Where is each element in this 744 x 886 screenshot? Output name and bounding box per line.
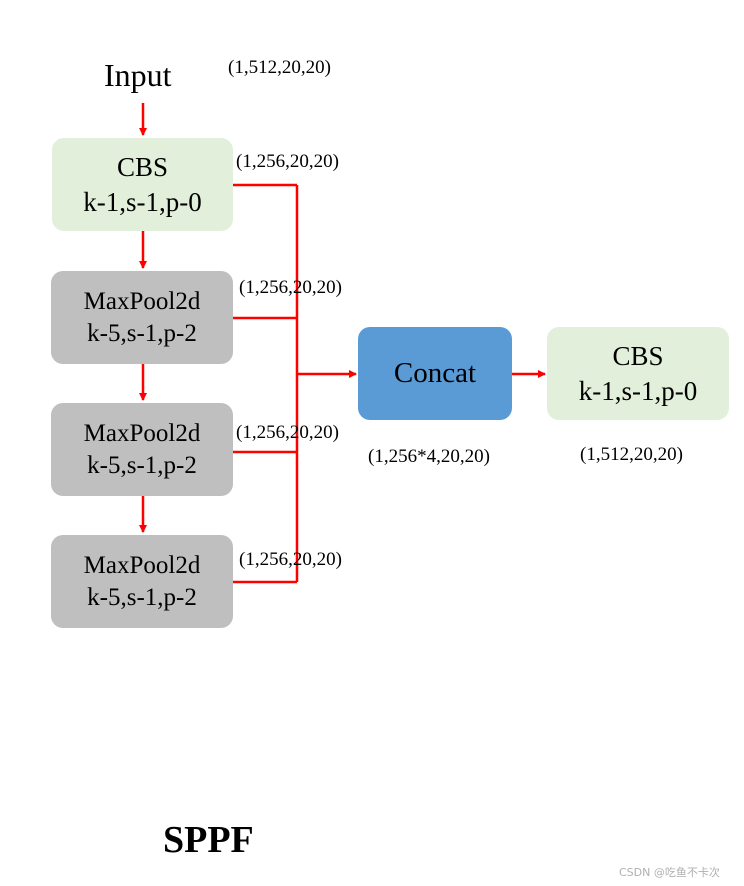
maxpool-2-params: k-5,s-1,p-2 [87, 451, 197, 479]
diagram-caption: SPPF [163, 819, 254, 861]
cbs-input-name: CBS [116, 151, 169, 182]
cbs-input-params: k-1,s-1,p-0 [83, 186, 202, 217]
maxpool-1-name: MaxPool2d [83, 287, 201, 315]
watermark: CSDN @吃鱼不卡次 [619, 866, 720, 879]
maxpool-3-name: MaxPool2d [83, 551, 201, 579]
concat-block: Concat [358, 327, 512, 420]
cbs-output-block: CBS k-1,s-1,p-0 [547, 327, 729, 420]
cbs-input-shape-label: (1,256,20,20) [236, 151, 339, 172]
concat-name: Concat [393, 356, 477, 389]
maxpool-1-shape-label: (1,256,20,20) [239, 277, 342, 298]
maxpool-1-params: k-5,s-1,p-2 [87, 319, 197, 347]
maxpool-block-2: MaxPool2d k-5,s-1,p-2 [51, 403, 233, 496]
maxpool-3-shape-label: (1,256,20,20) [239, 549, 342, 570]
maxpool-2-name: MaxPool2d [83, 419, 201, 447]
maxpool-block-1: MaxPool2d k-5,s-1,p-2 [51, 271, 233, 364]
maxpool-3-params: k-5,s-1,p-2 [87, 583, 197, 611]
concat-shape-label: (1,256*4,20,20) [368, 446, 490, 467]
maxpool-2-shape-label: (1,256,20,20) [236, 422, 339, 443]
input-label: Input [104, 57, 172, 93]
input-shape-label: (1,512,20,20) [228, 57, 331, 78]
cbs-input-block: CBS k-1,s-1,p-0 [52, 138, 233, 231]
cbs-output-name: CBS [612, 340, 664, 371]
maxpool-block-3: MaxPool2d k-5,s-1,p-2 [51, 535, 233, 628]
cbs-output-shape-label: (1,512,20,20) [580, 444, 683, 465]
cbs-output-params: k-1,s-1,p-0 [578, 375, 698, 406]
